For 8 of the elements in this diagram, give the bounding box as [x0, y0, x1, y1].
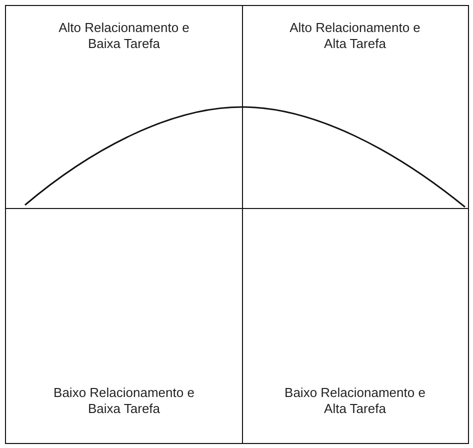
quadrant-label: Baixo Relacionamento e Alta Tarefa: [284, 384, 426, 416]
quadrant-label: Alto Relacionamento e Baixa Tarefa: [58, 20, 190, 52]
quadrant-box: [242, 208, 468, 444]
quadrant-box: [5, 208, 243, 444]
quadrant-label: Baixo Relacionamento e Baixa Tarefa: [52, 384, 196, 416]
quadrant-box: [5, 5, 243, 209]
quadrant-box: [242, 5, 468, 209]
quadrant-label: Alto Relacionamento e Alta Tarefa: [288, 20, 422, 52]
